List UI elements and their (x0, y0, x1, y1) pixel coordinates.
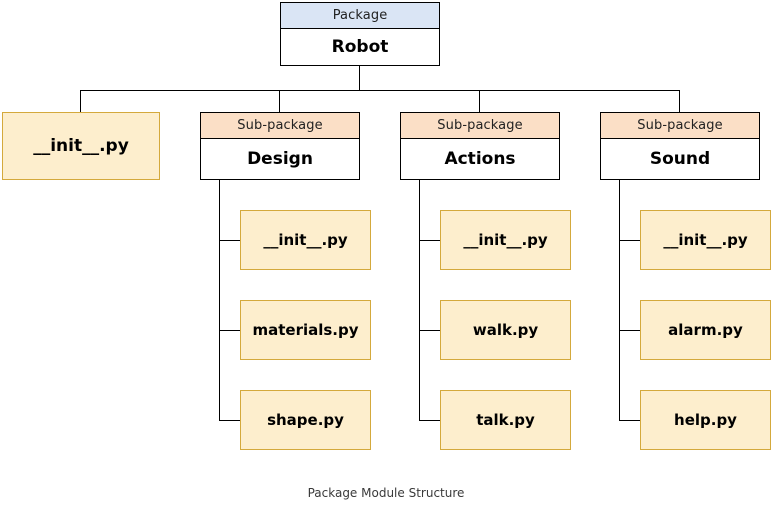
connector-stub-design-3 (219, 420, 240, 421)
node-subpackage-actions-name: Actions (444, 149, 516, 169)
node-subpackage-design-header: Sub-package (201, 113, 359, 139)
connector-stub-sound-1 (619, 240, 640, 241)
node-subpackage-design-name: Design (247, 149, 313, 169)
connector-drop-design (279, 90, 280, 112)
node-package-robot[interactable]: Package Robot (280, 2, 440, 66)
node-package-robot-name: Robot (331, 37, 389, 57)
connector-stub-design-2 (219, 330, 240, 331)
connector-stub-actions-2 (419, 330, 440, 331)
node-module-sound-init[interactable]: __init__.py (640, 210, 771, 270)
node-subpackage-actions[interactable]: Sub-package Actions (400, 112, 560, 180)
connector-stub-sound-3 (619, 420, 640, 421)
connector-stub-design-1 (219, 240, 240, 241)
connector-drop-sound (679, 90, 680, 112)
node-subpackage-actions-header: Sub-package (401, 113, 559, 139)
connector-trunk-design (219, 180, 220, 421)
node-subpackage-sound-header: Sub-package (601, 113, 759, 139)
node-subpackage-design[interactable]: Sub-package Design (200, 112, 360, 180)
node-module-sound-help[interactable]: help.py (640, 390, 771, 450)
node-module-root-init[interactable]: __init__.py (2, 112, 160, 180)
node-module-actions-walk[interactable]: walk.py (440, 300, 571, 360)
node-module-actions-init[interactable]: __init__.py (440, 210, 571, 270)
connector-trunk-sound (619, 180, 620, 421)
connector-trunk-actions (419, 180, 420, 421)
connector-drop-init (80, 90, 81, 112)
node-module-design-materials[interactable]: materials.py (240, 300, 371, 360)
node-package-robot-header: Package (281, 3, 439, 29)
node-subpackage-sound[interactable]: Sub-package Sound (600, 112, 760, 180)
node-module-sound-alarm[interactable]: alarm.py (640, 300, 771, 360)
node-subpackage-sound-name: Sound (649, 149, 711, 169)
connector-stub-sound-2 (619, 330, 640, 331)
connector-level2-bus (80, 90, 680, 91)
connector-drop-actions (479, 90, 480, 112)
diagram-caption: Package Module Structure (307, 486, 465, 500)
connector-stub-actions-3 (419, 420, 440, 421)
node-module-design-shape[interactable]: shape.py (240, 390, 371, 450)
node-module-design-init[interactable]: __init__.py (240, 210, 371, 270)
node-module-actions-talk[interactable]: talk.py (440, 390, 571, 450)
connector-root-stem (359, 65, 360, 91)
connector-stub-actions-1 (419, 240, 440, 241)
